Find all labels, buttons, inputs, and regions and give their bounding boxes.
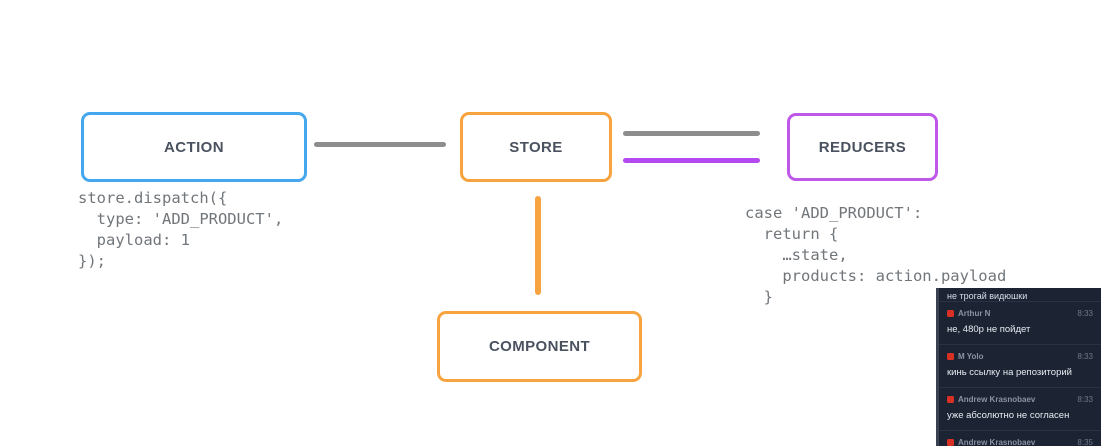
diagram-node-store: STORE: [460, 112, 612, 182]
member-badge-icon: [947, 396, 954, 403]
node-component-label: COMPONENT: [488, 338, 591, 355]
node-store-label: STORE: [509, 138, 563, 156]
live-chat-overlay: не трогай видюшки Arthur N 8:33 не, 480р…: [936, 288, 1101, 446]
diagram-node-component: COMPONENT: [437, 311, 642, 382]
reducer-code-snippet: case 'ADD_PRODUCT': return { …state, pro…: [745, 204, 1007, 306]
chat-message-header: Arthur N 8:33: [947, 309, 1093, 318]
node-reducers-label: REDUCERS: [818, 138, 907, 156]
connector-store-reducers: [623, 131, 760, 136]
chat-text: кинь ссылку на репозиторий: [947, 367, 1072, 378]
member-badge-icon: [947, 353, 954, 360]
diagram-node-action: ACTION: [81, 112, 307, 182]
chat-message-header: Andrew Krasnobaev 8:35: [947, 438, 1093, 446]
connector-reducers-store: [623, 158, 760, 163]
node-action-label: ACTION: [164, 138, 224, 156]
connector-action-store: [314, 142, 446, 147]
chat-timestamp: 8:33: [1077, 395, 1093, 404]
connector-store-component: [535, 196, 541, 295]
chat-timestamp: 8:33: [1077, 309, 1093, 318]
chat-author: Andrew Krasnobaev: [958, 438, 1036, 446]
chat-author: Andrew Krasnobaev: [958, 395, 1036, 404]
chat-timestamp: 8:35: [1077, 438, 1093, 446]
chat-text: уже абсолютно не согласен: [947, 410, 1070, 421]
chat-timestamp: 8:33: [1077, 352, 1093, 361]
member-badge-icon: [947, 439, 954, 446]
chat-message-clipped: не трогай видюшки: [939, 288, 1101, 302]
chat-message-header: Andrew Krasnobaev 8:33: [947, 395, 1093, 404]
chat-message: Andrew Krasnobaev 8:35 реакт не просто н…: [939, 431, 1101, 446]
chat-author: Arthur N: [958, 309, 991, 318]
chat-author: M Yolo: [958, 352, 984, 361]
chat-message: M Yolo 8:33 кинь ссылку на репозиторий: [939, 345, 1101, 388]
chat-message: Arthur N 8:33 не, 480р не пойдет: [939, 302, 1101, 345]
chat-text: не, 480р не пойдет: [947, 324, 1031, 335]
chat-message-header: M Yolo 8:33: [947, 352, 1093, 361]
chat-message: Andrew Krasnobaev 8:33 уже абсолютно не …: [939, 388, 1101, 431]
dispatch-code-snippet: store.dispatch({ type: 'ADD_PRODUCT', pa…: [78, 189, 284, 270]
member-badge-icon: [947, 310, 954, 317]
diagram-node-reducers: REDUCERS: [787, 113, 938, 181]
